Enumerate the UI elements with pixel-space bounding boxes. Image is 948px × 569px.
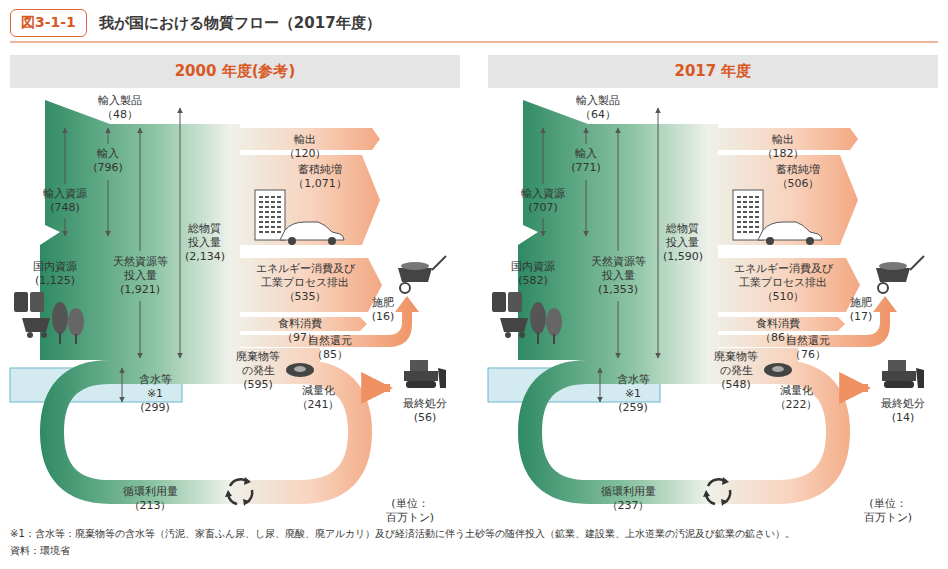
flow-label: 輸入 (771) bbox=[571, 147, 601, 175]
flow-label: 国内資源 (1,125) bbox=[33, 260, 77, 288]
flow-label: 減量化（222） bbox=[775, 384, 818, 412]
flow-label: 輸入 (796) bbox=[93, 147, 123, 175]
flow-label: 蓄積純増（506） bbox=[776, 163, 820, 191]
flow-label: 自然還元（76） bbox=[786, 334, 830, 362]
flow-label: 最終処分 (56) bbox=[403, 397, 447, 425]
flow-label: 循環利用量（237） bbox=[601, 485, 656, 513]
flow-label: 廃棄物等 の発生 (595) bbox=[236, 350, 280, 391]
flow-label: エネルギー消費及び 工業プロセス排出（510） bbox=[734, 262, 833, 303]
flow-label: 輸出（120） bbox=[284, 133, 327, 161]
figure-title: 我が国における物質フロー（2017年度） bbox=[99, 14, 381, 33]
flow-label: 輸入資源 (707) bbox=[521, 187, 565, 215]
flow-label: 廃棄物等 の発生 (548) bbox=[714, 350, 758, 391]
flow-label: 輸入資源 (748) bbox=[43, 187, 87, 215]
flow-label: 最終処分 (14) bbox=[881, 397, 925, 425]
flow-label: 減量化（241） bbox=[297, 384, 340, 412]
flow-label: (単位：百万トン) bbox=[386, 497, 434, 525]
flow-label: 含水等※1 (299) bbox=[139, 373, 172, 414]
flow-label: 自然還元（85） bbox=[308, 334, 352, 362]
flow-label: 輸入製品（64） bbox=[576, 94, 620, 122]
flow-label: (単位：百万トン) bbox=[864, 497, 912, 525]
flow-label: 蓄積純増（1,071） bbox=[293, 163, 347, 191]
flow-label: 総物質 投入量 (2,134) bbox=[185, 222, 225, 263]
footnote: 資料：環境省 bbox=[10, 544, 70, 558]
flow-label: 輸出（182） bbox=[762, 133, 805, 161]
panel-header: 2000 年度(参考) bbox=[10, 55, 460, 88]
flow-label: 総物質 投入量 (1,590) bbox=[663, 222, 703, 263]
node-text: 図3-1-1 bbox=[21, 14, 76, 30]
flow-label: 循環利用量（213） bbox=[123, 485, 178, 513]
node-text: 2000 年度(参考) bbox=[175, 62, 296, 81]
flow-label: 国内資源 (582) bbox=[511, 260, 555, 288]
panel-header: 2017 年度 bbox=[488, 55, 938, 88]
figure-badge: 図3-1-1 bbox=[10, 9, 87, 37]
footnote: ※1：含水等：廃棄物等の含水等（汚泥、家畜ふん尿、し尿、廃酸、廃アルカリ）及び経… bbox=[10, 527, 795, 541]
flow-label: 天然資源等 投入量 (1,921) bbox=[113, 255, 168, 296]
flow-label: 天然資源等 投入量 (1,353) bbox=[591, 255, 646, 296]
flow-label: 輸入製品（48） bbox=[98, 94, 142, 122]
flow-label: エネルギー消費及び 工業プロセス排出（535） bbox=[256, 262, 355, 303]
flow-label: 施肥 (17) bbox=[850, 296, 873, 324]
flow-label: 含水等※1 (259) bbox=[617, 373, 650, 414]
node-text: 2017 年度 bbox=[675, 62, 752, 81]
flow-label: 施肥 (16) bbox=[372, 296, 395, 324]
